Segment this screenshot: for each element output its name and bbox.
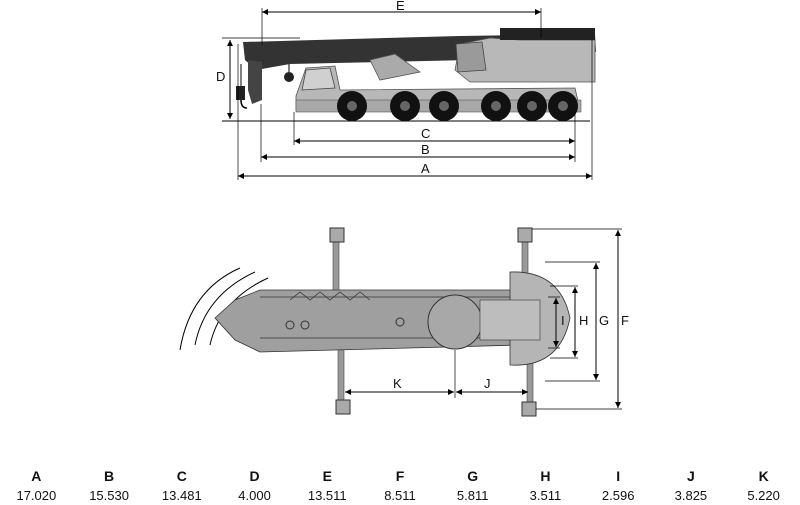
spec-value: 2.596 xyxy=(601,488,635,503)
spec-value: 3.825 xyxy=(674,488,708,503)
dimension-h: H xyxy=(550,285,588,359)
spec-column: E 13.511 xyxy=(291,460,364,505)
label-k: K xyxy=(393,376,402,391)
spec-value: 3.511 xyxy=(529,488,562,503)
label-d: D xyxy=(216,69,225,84)
spec-key: F xyxy=(395,468,405,484)
dimension-a: A xyxy=(238,161,592,179)
spec-value: 17.020 xyxy=(16,488,57,503)
spec-column: G 5.811 xyxy=(436,460,509,505)
spec-key: G xyxy=(467,468,479,484)
dimension-e: E xyxy=(261,0,542,45)
spec-key: E xyxy=(322,468,332,484)
crane-dimension-diagram: E D C B A xyxy=(179,0,629,417)
spec-column: B 15.530 xyxy=(73,460,146,505)
spec-column: H 3.511 xyxy=(509,460,582,505)
spec-value: 13.481 xyxy=(161,488,202,503)
spec-key: B xyxy=(104,468,115,484)
spec-key: D xyxy=(249,468,260,484)
label-j: J xyxy=(484,376,491,391)
dimension-c: C xyxy=(294,126,575,144)
turntable xyxy=(427,271,571,366)
label-c: C xyxy=(421,126,430,141)
crane-top-view: F G H I K J xyxy=(179,227,629,417)
spec-key: C xyxy=(176,468,187,484)
dimension-i: I xyxy=(548,296,565,349)
label-f: F xyxy=(621,313,629,328)
label-b: B xyxy=(421,142,430,157)
spec-column: J 3.825 xyxy=(655,460,728,505)
label-i: I xyxy=(561,313,565,328)
spec-key: H xyxy=(540,468,551,484)
spec-key: K xyxy=(758,468,769,484)
dimension-k: K xyxy=(345,350,456,398)
spec-value: 15.530 xyxy=(89,488,129,503)
spec-column: K 5.220 xyxy=(727,460,800,505)
spec-value: 5.811 xyxy=(456,488,489,503)
spec-value: 13.511 xyxy=(307,488,347,503)
dimension-j: J xyxy=(456,376,528,395)
dimension-d: D xyxy=(216,40,233,119)
spec-column: A 17.020 xyxy=(0,460,73,505)
spec-key: I xyxy=(616,468,621,484)
crane-side-view: E D C B A xyxy=(216,0,596,180)
spec-value: 8.511 xyxy=(384,488,416,503)
label-h: H xyxy=(579,313,588,328)
dimension-b: B xyxy=(261,142,575,160)
spec-value: 5.220 xyxy=(747,488,780,503)
dimension-spec-table: A 17.020 B 15.530 C 13.481 D 4.000 E 13.511 F 8.511… xyxy=(0,460,800,505)
spec-column: C 13.481 xyxy=(145,460,218,505)
label-g: G xyxy=(599,313,609,328)
spec-key: A xyxy=(31,468,42,484)
spec-column: I 2.596 xyxy=(582,460,655,505)
spec-column: F 8.511 xyxy=(364,460,437,505)
wheels xyxy=(337,91,578,121)
label-a: A xyxy=(421,161,430,176)
spec-key: J xyxy=(687,468,695,484)
dimension-g: G xyxy=(545,261,609,382)
label-e: E xyxy=(396,0,405,13)
outriggers xyxy=(329,227,537,417)
superstructure xyxy=(369,28,596,83)
dimension-f: F xyxy=(532,228,629,410)
spec-column: D 4.000 xyxy=(218,460,291,505)
spec-value: 4.000 xyxy=(238,488,271,503)
